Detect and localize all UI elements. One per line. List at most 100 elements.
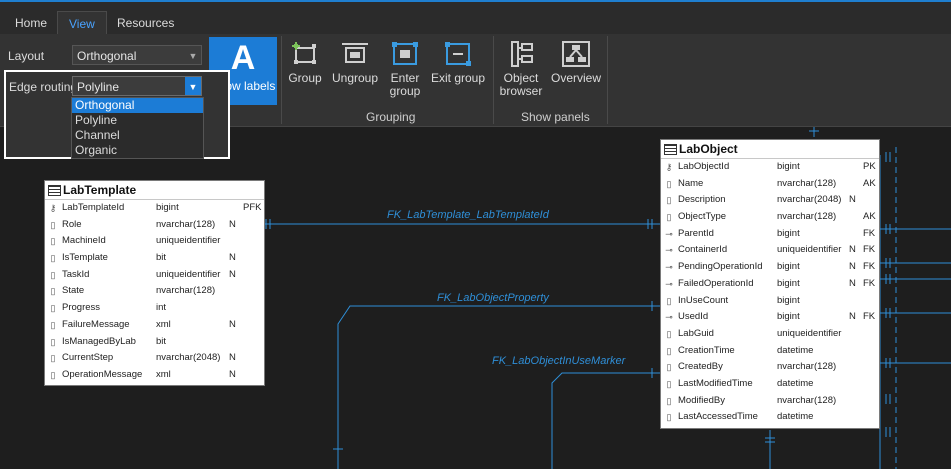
column-null: N (229, 318, 236, 330)
relation-line (337, 305, 660, 469)
exit-group-button[interactable]: Exit group (430, 40, 486, 85)
overview-button[interactable]: Overview (551, 40, 601, 85)
column-type: bigint (777, 161, 800, 172)
relationship-lines (264, 127, 951, 469)
enter-group-button[interactable]: Enter group (386, 40, 424, 98)
column-icon: ▯ (50, 303, 56, 314)
relation-label[interactable]: FK_LabTemplate_LabTemplateId (387, 209, 549, 221)
column-icon: ▯ (666, 328, 672, 339)
layout-label: Layout (8, 49, 45, 63)
diagram-canvas[interactable]: FK_LabTemplate_LabTemplateId FK_LabObjec… (0, 127, 951, 469)
column-name: State (62, 285, 85, 297)
layout-value: Orthogonal (77, 49, 137, 63)
column-icon: ▯ (50, 236, 56, 247)
column-type: xml (156, 368, 171, 380)
column-key: FK (863, 311, 876, 323)
column-name: ObjectType (678, 211, 727, 223)
relation-label[interactable]: FK_LabObjectInUseMarker (492, 355, 626, 367)
overview-label: Overview (551, 71, 602, 85)
entity-header[interactable]: LabTemplate (45, 181, 264, 200)
column-type: bigint (777, 294, 800, 306)
column-name: TaskId (62, 268, 90, 280)
column-key: AK (863, 211, 876, 223)
layout-select[interactable]: Orthogonal ▼ (72, 45, 202, 65)
column-type: uniqueidentifier (777, 327, 842, 339)
object-browser-button[interactable]: Object browser (498, 40, 544, 98)
column-type: int (156, 302, 167, 314)
column-null: N (229, 368, 236, 380)
column-null: N (229, 268, 236, 280)
option-channel[interactable]: Channel (75, 128, 120, 142)
object-browser-label-2: browser (499, 84, 543, 98)
show-panels-group-label: Show panels (521, 110, 590, 124)
column-icon: ▯ (666, 362, 672, 373)
column-type: nvarchar(128) (777, 394, 837, 406)
column-key: FK (863, 244, 876, 256)
column-key: FK (863, 261, 876, 273)
column-name: CreationTime (678, 344, 735, 356)
enter-group-label-1: Enter (390, 71, 420, 85)
column-icon: ▯ (50, 253, 56, 264)
column-icon: ▯ (666, 412, 672, 423)
ungroup-button[interactable]: Ungroup (331, 40, 379, 85)
edge-routing-select[interactable]: Polyline ▼ (72, 76, 202, 96)
tab-home[interactable]: Home (15, 16, 48, 30)
entity-title: LabTemplate (63, 183, 137, 197)
chevron-down-icon[interactable]: ▼ (185, 77, 201, 95)
edge-routing-label: Edge routing (9, 80, 78, 94)
group-label: Group (288, 71, 322, 85)
table-icon (48, 185, 61, 196)
column-name: OperationMessage (62, 368, 143, 380)
column-icon: ▯ (666, 195, 672, 206)
foreign-key-icon: ⊸ (665, 312, 673, 323)
table-row[interactable]: ▯ OperationMessage xml N (45, 367, 264, 384)
column-type: nvarchar(128) (777, 361, 837, 373)
option-organic[interactable]: Organic (75, 143, 118, 157)
divider (493, 36, 494, 124)
divider (281, 36, 282, 124)
relation-label[interactable]: FK_LabObjectProperty (437, 292, 549, 304)
divider (607, 36, 608, 124)
entity-header[interactable]: LabObject (661, 140, 879, 159)
column-name: IsTemplate (62, 252, 108, 264)
ungroup-icon (342, 43, 368, 63)
option-orthogonal[interactable]: Orthogonal (72, 98, 203, 113)
group-button[interactable]: Group (287, 40, 323, 85)
option-polyline[interactable]: Polyline (75, 113, 118, 127)
key-icon: ⚷ (49, 203, 57, 213)
column-type: bigint (777, 227, 800, 239)
column-icon: ▯ (50, 286, 56, 297)
column-name: ParentId (678, 227, 714, 239)
tab-resources[interactable]: Resources (117, 16, 175, 30)
column-icon: ▯ (50, 369, 56, 380)
tab-view[interactable]: View (57, 11, 107, 36)
